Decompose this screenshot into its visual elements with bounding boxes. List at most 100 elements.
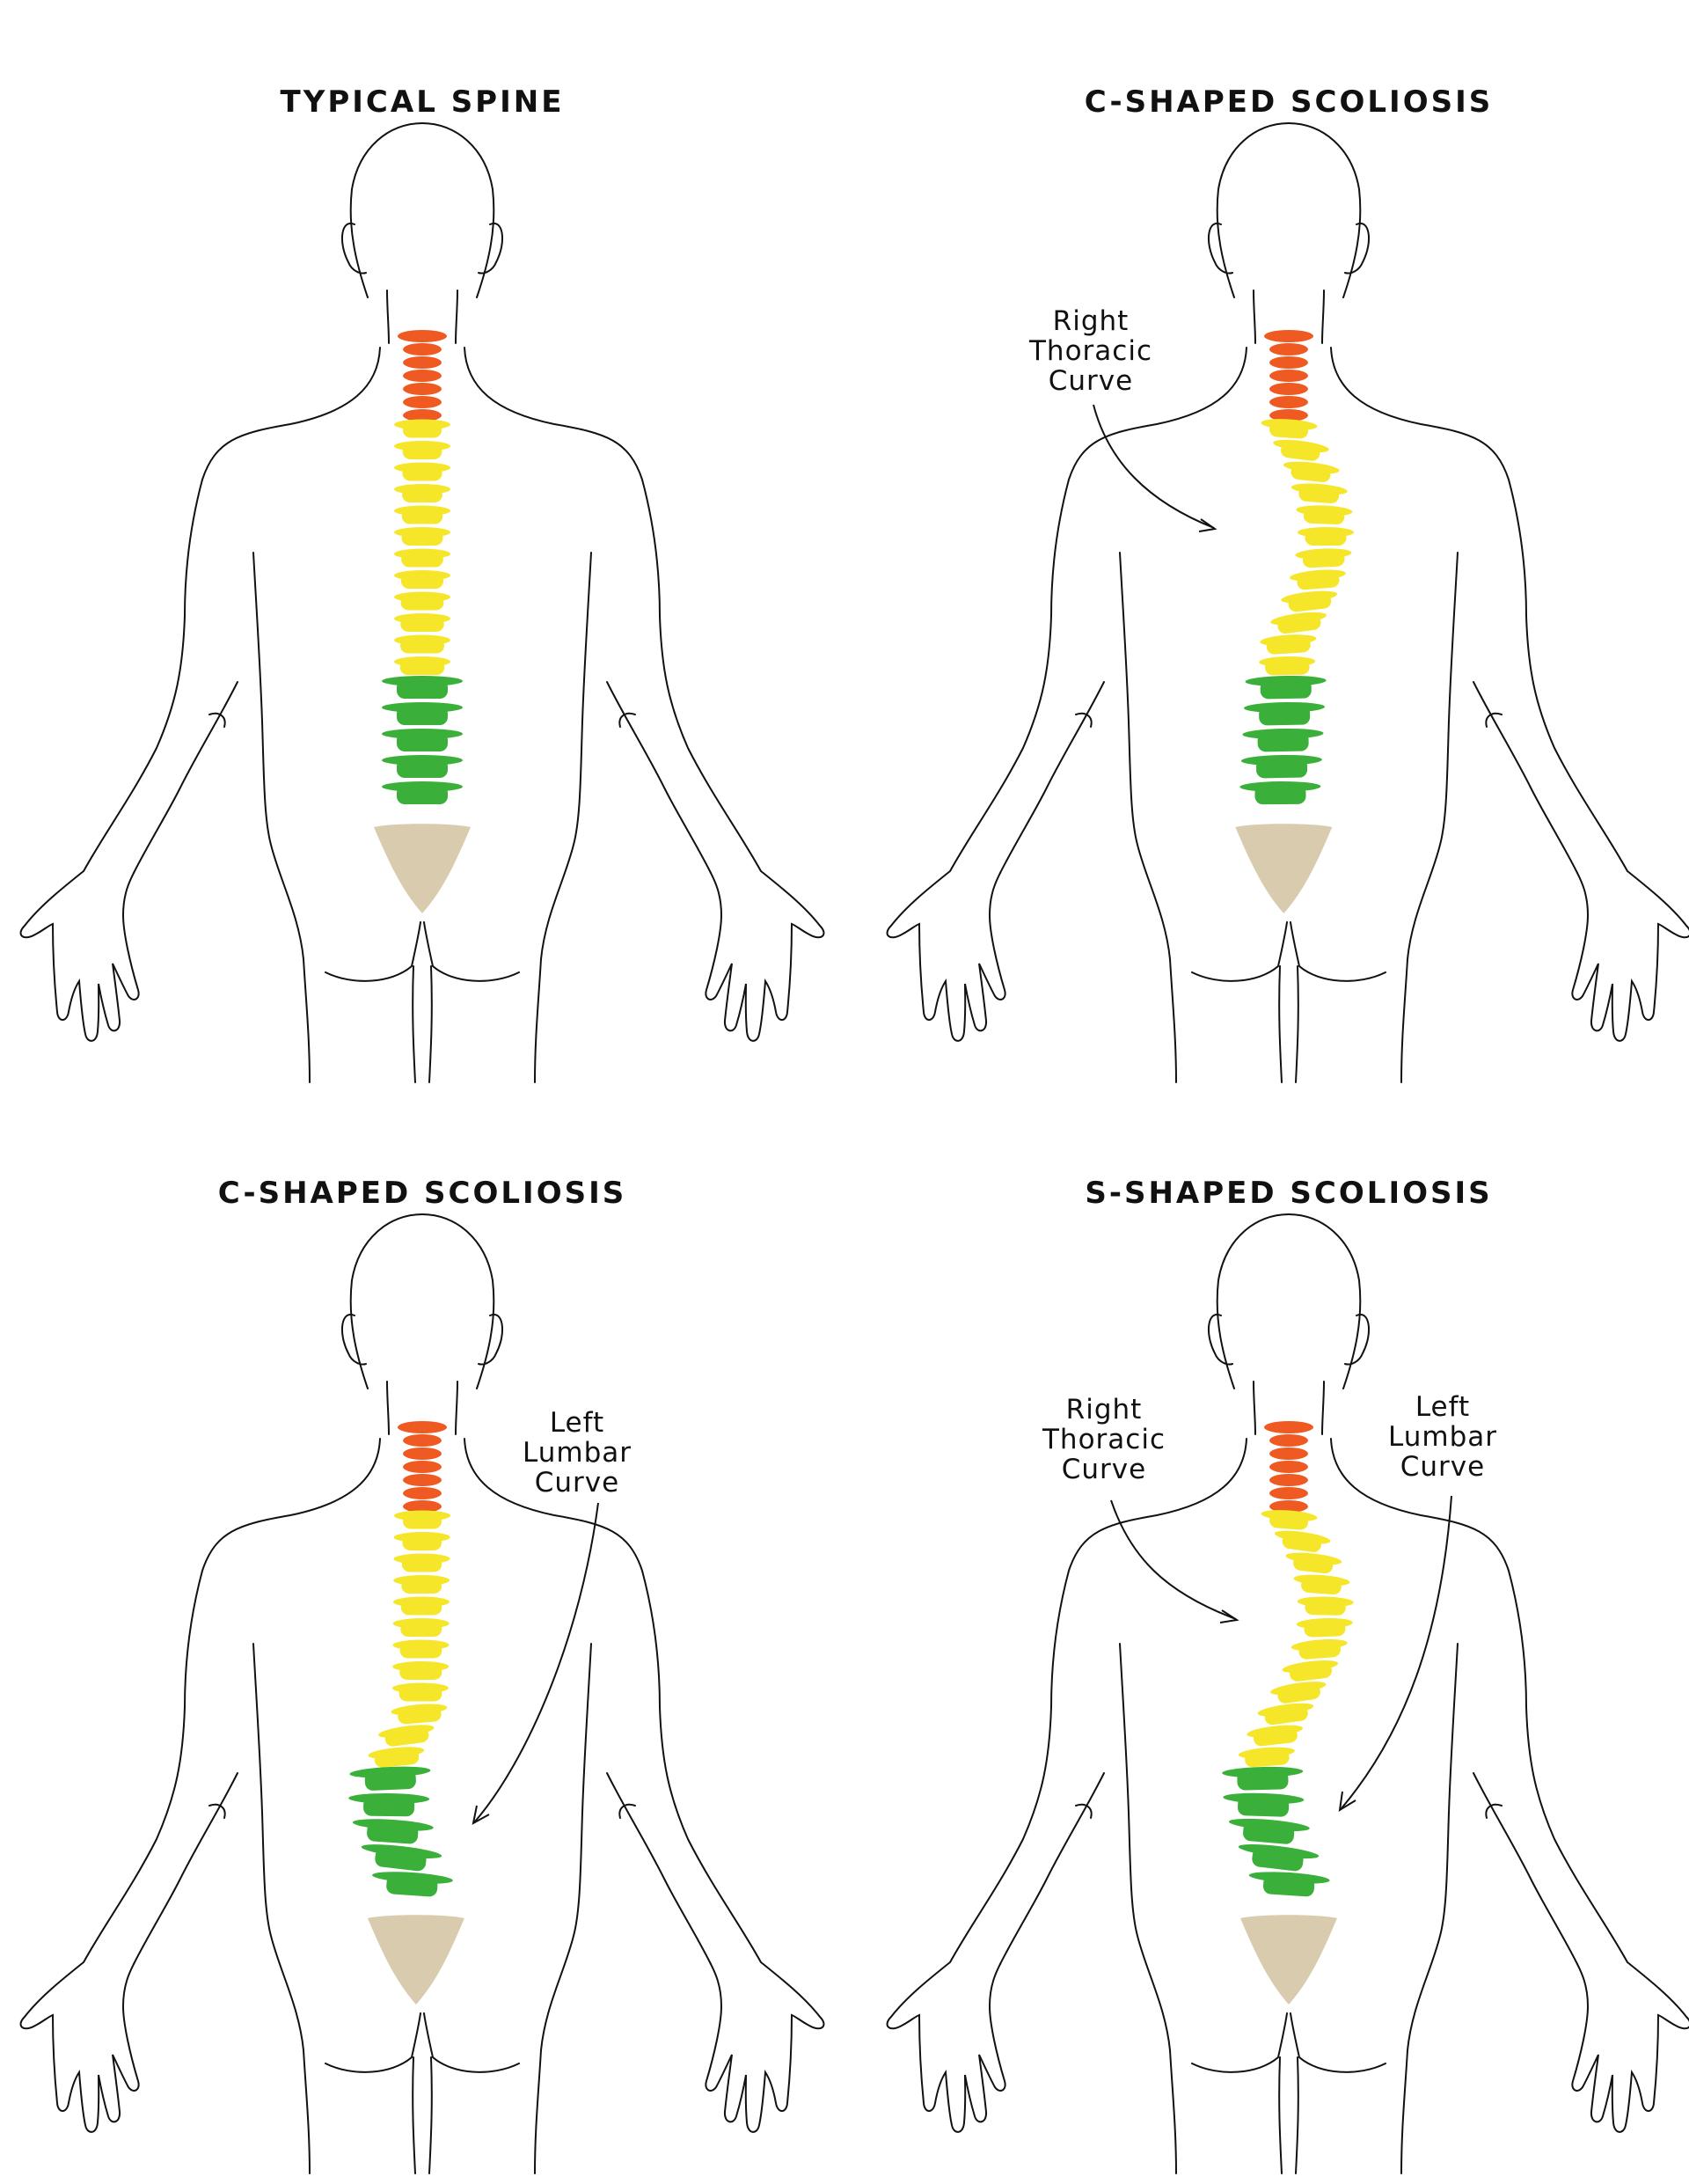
callout-line: Curve bbox=[534, 1467, 620, 1499]
body-outline-stroke bbox=[1119, 1643, 1171, 2051]
body-outline-stroke bbox=[1119, 552, 1171, 960]
thoracic-vertebra bbox=[1247, 1725, 1303, 1747]
body-outline-stroke bbox=[133, 1772, 238, 1965]
callout-line: Lumbar bbox=[523, 1437, 632, 1469]
body-outline-stroke bbox=[1407, 552, 1459, 960]
callout-line: Lumbar bbox=[1388, 1421, 1497, 1453]
panel-typical-spine: TYPICAL SPINE bbox=[0, 0, 844, 1091]
cervical-vertebra bbox=[1269, 1487, 1308, 1499]
body-outline-stroke bbox=[133, 681, 238, 874]
thoracic-vertebra bbox=[1275, 1530, 1331, 1552]
body-outline-stroke bbox=[1295, 2056, 1299, 2174]
sacrum bbox=[1235, 824, 1333, 913]
body-outline bbox=[19, 121, 825, 1083]
thoracic-vertebra bbox=[394, 484, 450, 502]
callout-line: Right bbox=[1052, 305, 1130, 337]
lumbar-vertebra bbox=[348, 1792, 430, 1817]
body-outline-stroke bbox=[1208, 222, 1233, 275]
body-outline-stroke bbox=[208, 1803, 226, 1819]
body-outline-stroke bbox=[19, 1438, 381, 2133]
thoracic-vertebra bbox=[1257, 1703, 1314, 1726]
cervical-vertebra bbox=[1269, 1434, 1308, 1447]
cervical-vertebra bbox=[1269, 383, 1308, 395]
body-outline-stroke bbox=[1169, 2049, 1177, 2174]
body-outline-stroke bbox=[540, 1643, 592, 2051]
callout-line: Thoracic bbox=[1029, 335, 1152, 367]
lumbar-vertebra bbox=[382, 755, 463, 778]
thoracic-vertebra bbox=[394, 656, 450, 675]
lumbar-vertebra bbox=[1239, 781, 1321, 805]
body-outline-stroke bbox=[534, 958, 542, 1083]
body-outline-stroke bbox=[1191, 2012, 1288, 2073]
body-outline-stroke bbox=[349, 1213, 495, 1389]
body-outline-stroke bbox=[1344, 222, 1370, 275]
cervical-vertebra bbox=[1269, 343, 1308, 355]
thoracic-vertebra bbox=[378, 1725, 435, 1747]
lumbar-vertebra bbox=[1245, 675, 1327, 700]
thoracic-vertebra bbox=[394, 634, 450, 654]
body-outline-stroke bbox=[341, 1313, 367, 1366]
body-outline-stroke bbox=[19, 347, 381, 1042]
spine bbox=[1235, 330, 1354, 913]
cervical-vertebra bbox=[403, 1500, 442, 1513]
cervical-vertebra bbox=[1269, 1461, 1308, 1473]
body-outline-stroke bbox=[1208, 1313, 1233, 1366]
thoracic-vertebra bbox=[394, 441, 450, 459]
body-outline-stroke bbox=[999, 681, 1105, 874]
body-outline-stroke bbox=[886, 1438, 1247, 2133]
thoracic-vertebra bbox=[1285, 1552, 1342, 1574]
body-outline-stroke bbox=[1216, 121, 1362, 298]
cervical-vertebra bbox=[403, 1487, 442, 1499]
thoracic-vertebra bbox=[1260, 634, 1317, 655]
callout-line: Curve bbox=[1061, 1454, 1147, 1485]
thoracic-vertebra bbox=[394, 462, 450, 481]
body-outline-stroke bbox=[606, 681, 712, 874]
body-outline bbox=[886, 121, 1689, 1083]
body-outline-stroke bbox=[303, 958, 311, 1083]
thoracic-vertebra bbox=[1270, 612, 1327, 634]
thoracic-vertebra bbox=[394, 591, 450, 611]
cervical-vertebra bbox=[398, 1421, 447, 1433]
arrow-head bbox=[472, 1805, 490, 1825]
thoracic-vertebra bbox=[1297, 526, 1354, 546]
lumbar-vertebra bbox=[1244, 701, 1326, 726]
spine bbox=[374, 330, 471, 913]
thoracic-vertebra bbox=[393, 1553, 450, 1572]
thoracic-vertebra bbox=[394, 527, 450, 546]
body-outline-stroke bbox=[534, 2049, 542, 2174]
cervical-vertebra bbox=[1269, 370, 1308, 382]
body-outline-stroke bbox=[1400, 958, 1408, 1083]
body-outline-stroke bbox=[1485, 712, 1503, 728]
lumbar-vertebra bbox=[382, 781, 463, 804]
arrow-head bbox=[1198, 518, 1217, 532]
cervical-vertebra bbox=[1269, 356, 1308, 369]
panel-c-shaped-lumbar: C-SHAPED SCOLIOSIS Left Lumbar Curve bbox=[0, 1091, 844, 2182]
thoracic-vertebra bbox=[394, 548, 450, 568]
thoracic-vertebra bbox=[392, 1660, 450, 1681]
lumbar-vertebra bbox=[1222, 1766, 1304, 1791]
sacrum bbox=[367, 1915, 464, 2004]
thoracic-vertebra bbox=[1282, 1660, 1339, 1682]
body-outline-stroke bbox=[478, 222, 503, 275]
panel-title: C-SHAPED SCOLIOSIS bbox=[1084, 84, 1494, 120]
body-outline-stroke bbox=[1344, 1313, 1370, 1366]
thoracic-vertebra bbox=[391, 1704, 448, 1725]
callout-left-lumbar: Left Lumbar Curve bbox=[1355, 1392, 1531, 1482]
body-figure bbox=[19, 1213, 825, 2174]
body-outline-stroke bbox=[1473, 681, 1578, 874]
cervical-vertebra bbox=[1269, 1500, 1308, 1513]
body-outline-stroke bbox=[464, 347, 825, 1042]
body-outline-stroke bbox=[1169, 958, 1177, 1083]
body-outline-stroke bbox=[303, 2049, 311, 2174]
body-outline-stroke bbox=[412, 2056, 416, 2174]
thoracic-vertebra bbox=[1290, 569, 1346, 590]
body-outline-stroke bbox=[606, 1772, 712, 1965]
callout-arrow bbox=[474, 1502, 599, 1822]
lumbar-vertebra bbox=[1240, 754, 1322, 779]
thoracic-vertebra bbox=[394, 613, 450, 632]
callout-left-lumbar: Left Lumbar Curve bbox=[489, 1408, 665, 1498]
arrow-head bbox=[1219, 1609, 1239, 1623]
body-outline-stroke bbox=[886, 347, 1247, 1042]
thoracic-vertebra bbox=[394, 419, 450, 438]
cervical-vertebra bbox=[1269, 396, 1308, 408]
